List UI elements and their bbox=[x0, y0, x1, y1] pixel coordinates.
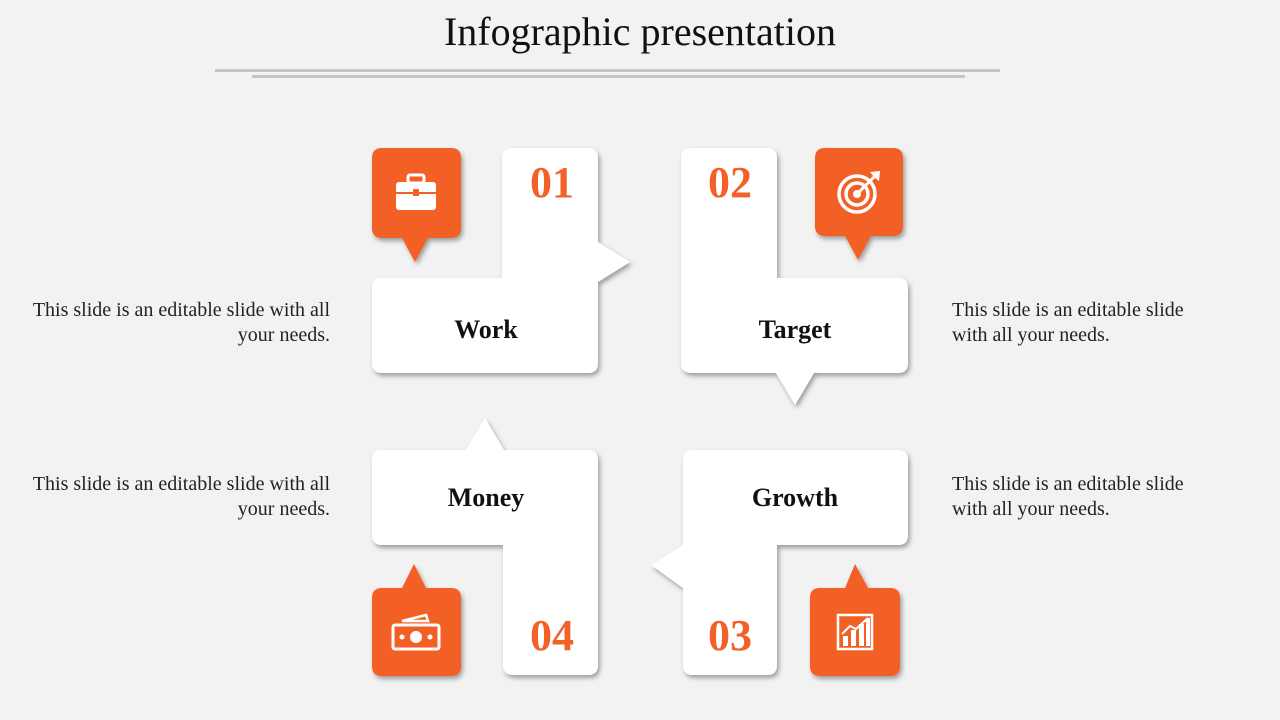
money-icon bbox=[391, 613, 441, 651]
step-02-description: This slide is an editable slide with all… bbox=[952, 299, 1184, 346]
step-01-label: Work bbox=[454, 315, 518, 344]
step-04-number: 04 bbox=[530, 611, 574, 660]
step-03-description: This slide is an editable slide with all… bbox=[952, 473, 1184, 520]
bar-chart-icon bbox=[836, 613, 874, 651]
step-04-label: Money bbox=[447, 483, 525, 512]
step-01-description: This slide is an editable slide with all… bbox=[32, 299, 330, 346]
step-03-number: 03 bbox=[708, 611, 752, 660]
briefcase-icon bbox=[396, 173, 436, 210]
step-02-number: 02 bbox=[708, 158, 752, 207]
slide-title: Infographic presentation bbox=[443, 9, 837, 54]
step-02-callout-shape bbox=[681, 148, 908, 405]
step-03-icon bbox=[810, 587, 900, 677]
step-03-callout-shape bbox=[651, 450, 908, 675]
step-02-icon bbox=[814, 147, 904, 237]
target-icon bbox=[837, 171, 880, 214]
step-01-number: 01 bbox=[530, 158, 574, 207]
step-01-callout-shape bbox=[372, 148, 630, 373]
step-04-description: This slide is an editable slide with all… bbox=[32, 473, 330, 520]
title-rule-top bbox=[215, 69, 1000, 72]
step-01-icon bbox=[371, 148, 461, 238]
step-04-icon bbox=[371, 588, 461, 678]
step-02-label: Target bbox=[758, 315, 832, 344]
title-rule-bottom bbox=[252, 75, 965, 78]
step-03-icon-tag bbox=[810, 564, 900, 676]
step-03-label: Growth bbox=[751, 483, 839, 512]
step-04-callout-shape bbox=[372, 418, 598, 675]
